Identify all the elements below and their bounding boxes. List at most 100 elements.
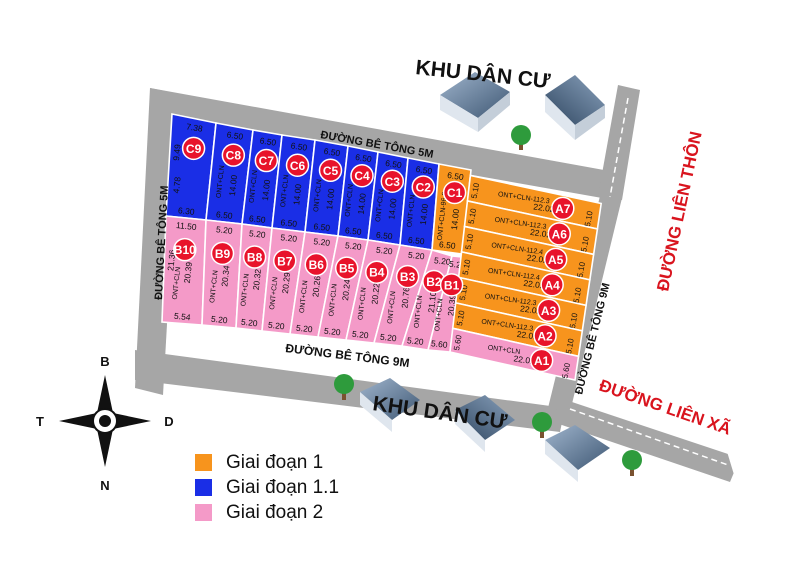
lot-width-dim: 22.02 [523,278,546,291]
lot-width-dim: 22.02 [529,227,552,240]
house-icon [360,378,420,432]
lot-depth-dim: 20.22 [369,282,381,304]
house-icon [545,425,610,482]
lot-bottom-dim: 5.60 [431,338,449,350]
lot-use-label: ONT+CLN [269,277,279,310]
house-icon [440,72,510,132]
lot-badge-b6: B6 [309,258,325,272]
lot-use-label: ONT+CLN [487,345,521,357]
lot-right-dim: 5.60 [561,362,573,379]
lot-top-dim: 6.50 [385,158,403,171]
lot-badge-circle [221,143,246,167]
lot-badge-circle [242,245,267,269]
lot-depth-dim: 20.32 [251,268,263,290]
compass-east-label: D [164,414,173,429]
lot-badge-c9: C9 [186,142,202,156]
lot-depth-dim: 14.00 [291,183,303,205]
lot-use-label: ONT+CLN [406,194,416,227]
lot-width-dim: 22.02 [519,303,542,316]
lot-badge-b4: B4 [369,266,385,280]
lot-depth-dim: 20.76 [399,286,411,308]
lot-bottom-dim: 6.50 [439,239,457,251]
legend: Giai đoạn 1 Giai đoạn 1.1 Giai đoạn 2 [195,450,339,525]
tree-icon [334,374,354,400]
compass-north-label: B [100,354,109,369]
lot-badge-circle [395,264,420,289]
lot-left-dim: 5.10 [458,284,470,301]
lot-use-label: ONT+CLN [240,273,250,306]
lot-badge-c1: C1 [447,186,463,200]
tree-icon [622,450,642,476]
lot-badge-b10: B10 [174,243,196,257]
lot-use-label: ONT+CLN [313,179,323,212]
legend-swatch [195,454,212,471]
lot-left-dim: 5.10 [461,258,473,275]
lot-use-label: ONT+CLN [414,295,424,328]
lot-badge-circle [334,256,359,280]
lot-badge-a3: A3 [541,304,557,318]
legend-label: Giai đoạn 2 [226,501,324,523]
lot-depth-dim: 14.00 [227,174,239,196]
lot-bottom-dim: 5.20 [296,323,314,335]
lot-bottom-dim: 5.20 [352,329,370,341]
lot-right-dim: 5.10 [568,312,580,329]
lot-depth-dim: 21.10 [426,291,438,313]
lot-badge-a6: A6 [552,227,568,241]
lot-badge-circle [411,175,435,199]
lot-width-dim: 22.02 [526,252,549,265]
lot-c9: 7.386.309.494.78 [165,113,217,221]
lot-use-label: ONT+CLN [387,291,397,324]
lot-bottom-dim: 5.20 [324,326,342,338]
lot-top-dim: 6.50 [355,152,373,165]
lot-badge-circle [439,273,464,297]
lot-left-dim: 5.10 [455,309,467,326]
lot-badge-circle [540,273,564,297]
lot-right-dim: 5.10 [564,337,576,354]
road-top-5m [150,88,615,198]
lot-badge-c5: C5 [323,164,339,178]
lot-use-label: ONT+CLN [216,165,226,198]
lot-top-dim: 5.20 [376,245,394,257]
lot-left-dim: 5.10 [464,233,476,250]
lot-bottom-dim: 6.50 [408,235,426,247]
lot-top-dim: 6.50 [259,135,277,148]
lot-bottom-dim: 5.20 [380,332,398,344]
lot-bottom-dim: 6.50 [313,221,331,233]
lot-badge-b3: B3 [400,270,416,284]
legend-item-phase-1: Giai đoạn 1 [195,450,339,475]
lot-badge-circle [365,260,389,284]
lot-badge-a4: A4 [544,278,560,292]
lot-badge-circle [210,241,235,266]
legend-item-phase-1-1: Giai đoạn 1.1 [195,475,339,500]
compass-west-label: T [36,414,44,429]
lot-badge-a1: A1 [534,354,550,368]
lot-bottom-dim: 6.50 [345,225,363,237]
lot-depth-dim: 14.00 [386,198,398,220]
lot-badge-b1: B1 [444,278,460,292]
lot-badge-a7: A7 [555,202,571,216]
legend-item-phase-2: Giai đoạn 2 [195,500,339,525]
lot-right-dim: 5.10 [572,286,584,303]
lot-left-dim: 5.10 [470,182,482,199]
lot-right-dim: 5.10 [575,261,587,278]
lot-top-dim: 11.50 [176,220,198,232]
tree-icon [511,125,531,150]
lot-badge-circle [350,163,374,188]
lot-use-label: ONT+CLN [249,170,259,203]
lot-top-dim: 6.50 [323,146,341,159]
lots-phase-1: ONT+CLN-112.322.025.105.10ONT+CLN-112.32… [449,174,603,381]
lot-badge-circle [273,249,297,273]
lot-use-label: ONT+CLN [375,189,385,222]
road-left-label: ĐƯỜNG BÊ TÔNG 5M [152,185,171,300]
lot-bottom-dim: 6.50 [249,213,267,225]
road-edge-lines [569,97,729,466]
lot-top-dim: 6.50 [415,164,433,177]
lot-badge-circle [536,298,561,323]
lot-top-dim: 5.20 [408,250,426,262]
legend-label: Giai đoạn 1 [226,451,324,473]
